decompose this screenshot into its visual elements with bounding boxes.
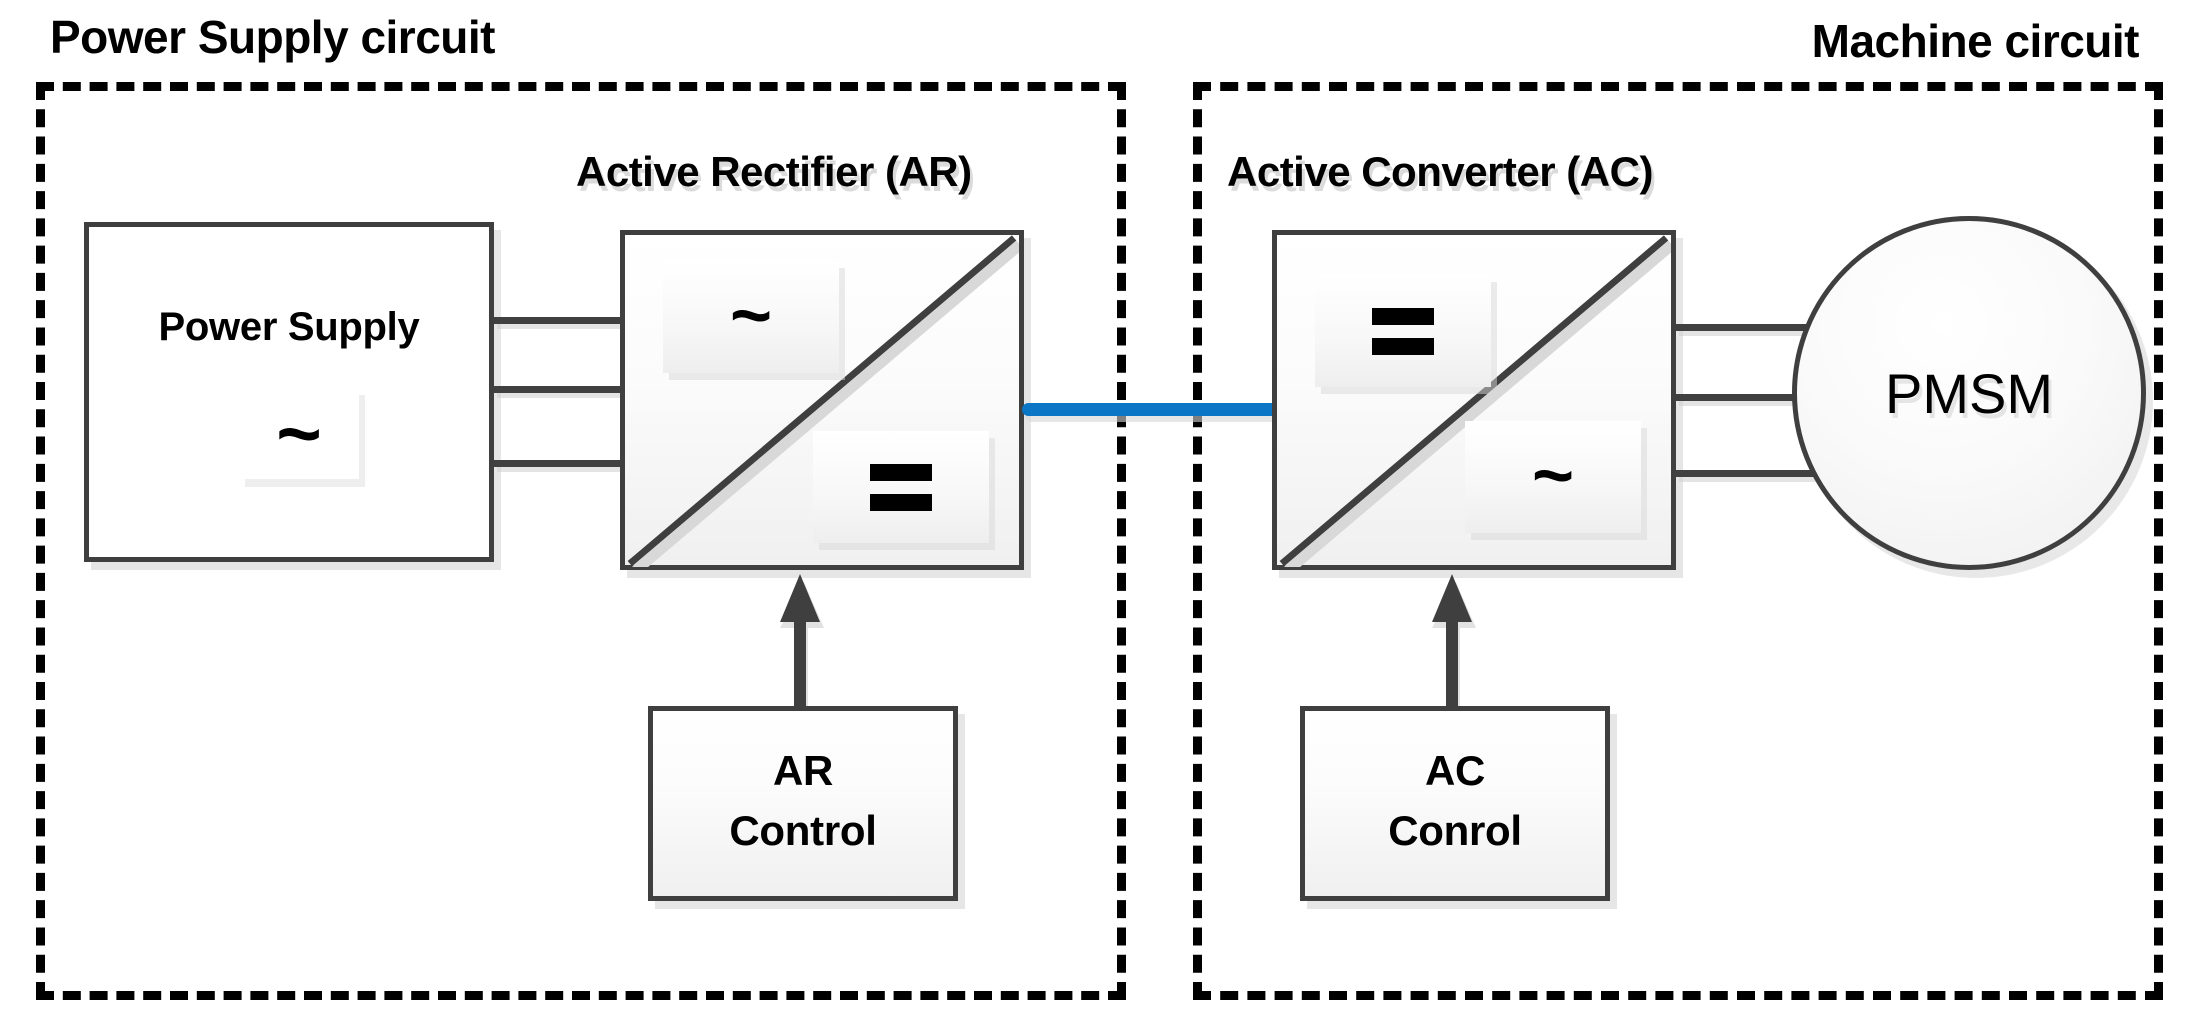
ac-control-arrow xyxy=(1432,574,1476,710)
converter-ac-output-symbol: ~ xyxy=(1465,421,1641,533)
zone-caption-power-supply-circuit: Power Supply circuit xyxy=(50,11,496,63)
ac-sine-symbol: ~ xyxy=(239,387,359,479)
caption-active-converter: Active Converter (AC) xyxy=(1227,148,1653,195)
wire-converter-machine-phase-c xyxy=(1676,470,1816,477)
zone-caption-machine-circuit: Machine circuit xyxy=(1811,15,2140,67)
caption-active-rectifier: Active Rectifier (AR) xyxy=(576,148,972,195)
rectifier-ac-input-symbol: ~ xyxy=(663,261,839,373)
wire-converter-machine-phase-b xyxy=(1676,394,1816,401)
machine-circuit-boundary xyxy=(1193,82,2163,1000)
power-supply-circuit-boundary xyxy=(36,82,1126,1000)
ac-control-label-line2: Conrol xyxy=(1388,807,1522,854)
ac-control-block[interactable]: AC Conrol xyxy=(1300,706,1610,901)
ar-control-block[interactable]: AR Control xyxy=(648,706,958,901)
rectifier-dc-output-symbol xyxy=(813,431,989,543)
dc-link-bus xyxy=(1022,403,1280,416)
active-rectifier-block[interactable]: ~ xyxy=(620,230,1024,570)
power-supply-label: Power Supply xyxy=(158,305,420,349)
converter-dc-input-symbol xyxy=(1315,275,1491,387)
power-supply-block[interactable]: Power Supply ~ xyxy=(84,222,494,562)
wire-supply-rectifier-phase-b xyxy=(494,386,626,393)
active-converter-block[interactable]: ~ xyxy=(1272,230,1676,570)
wire-supply-rectifier-phase-a xyxy=(494,317,626,324)
wire-converter-machine-phase-a xyxy=(1676,324,1816,331)
ar-control-arrow xyxy=(780,574,824,710)
ar-control-label-line2: Control xyxy=(729,807,877,854)
pmsm-machine[interactable]: PMSM xyxy=(1792,216,2146,570)
pmsm-label: PMSM xyxy=(1885,361,2053,425)
ar-control-label-line1: AR xyxy=(772,747,834,794)
ac-control-label-line1: AC xyxy=(1424,747,1486,794)
wire-supply-rectifier-phase-c xyxy=(494,460,626,467)
